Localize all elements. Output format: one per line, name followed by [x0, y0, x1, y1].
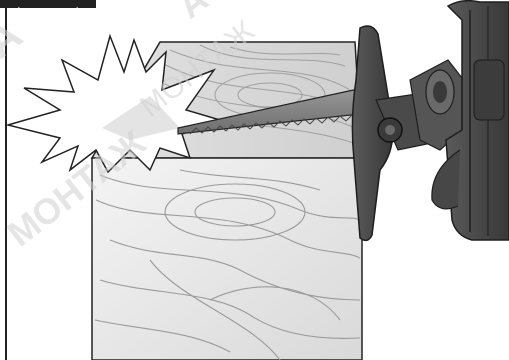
wood-front-face	[92, 158, 362, 360]
svg-text:А: А	[0, 10, 31, 68]
svg-text:А: А	[170, 0, 216, 26]
reciprocating-saw	[352, 1, 509, 241]
corner-tab	[0, 0, 96, 8]
